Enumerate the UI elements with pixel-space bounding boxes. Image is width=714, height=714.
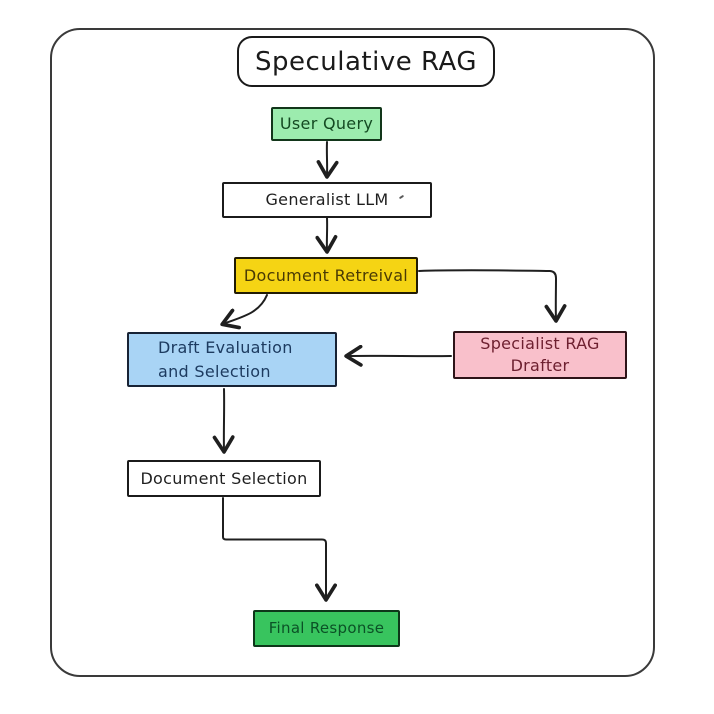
diagram-title: Speculative RAG [255, 46, 477, 77]
node-final-response-label: Final Response [268, 618, 385, 637]
node-generalist-llm: Generalist LLM [222, 182, 432, 218]
node-document-retreival: Document Retreival [234, 257, 418, 294]
node-specialist-rag-drafter: Specialist RAG Drafter [453, 331, 627, 379]
node-user-query: User Query [271, 107, 382, 141]
node-document-selection-label: Document Selection [140, 468, 308, 488]
node-final-response: Final Response [253, 610, 400, 647]
node-draft-evaluation-label: Draft Evaluation and Selection [158, 338, 293, 381]
node-draft-evaluation: Draft Evaluation and Selection [127, 332, 337, 387]
node-user-query-label: User Query [279, 114, 374, 134]
node-generalist-llm-label: Generalist LLM [265, 190, 389, 210]
node-document-selection: Document Selection [127, 460, 321, 497]
diagram-title-box: Speculative RAG [237, 36, 495, 87]
node-document-retreival-label: Document Retreival [243, 265, 409, 285]
node-specialist-rag-drafter-label: Specialist RAG Drafter [480, 334, 600, 375]
